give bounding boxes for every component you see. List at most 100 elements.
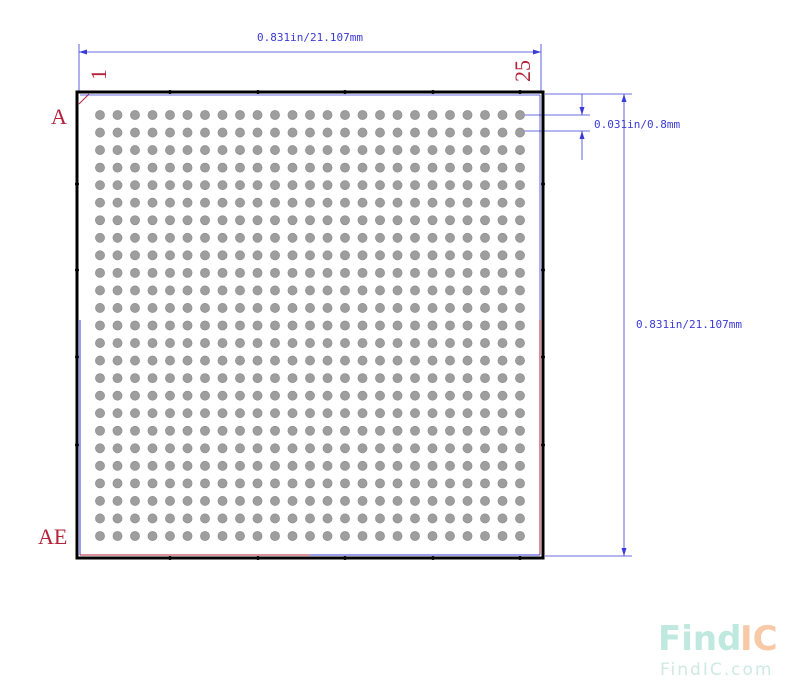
solder-ball [147,303,158,313]
row-label-first: A [51,104,67,129]
solder-ball [287,338,298,348]
solder-ball [217,320,228,331]
solder-ball [95,496,105,506]
solder-ball [462,127,473,138]
solder-ball [270,197,280,208]
solder-ball [410,250,420,261]
solder-ball [392,232,403,243]
solder-ball [235,215,245,226]
solder-ball [305,460,315,471]
solder-ball [112,110,123,120]
solder-ball [217,373,228,384]
solder-ball [392,250,403,261]
solder-ball [270,162,280,173]
solder-ball [270,425,280,436]
solder-ball [410,390,420,401]
watermark-url: FindIC.com [660,660,773,680]
height-arrow-bottom [621,548,627,556]
solder-ball [445,408,455,419]
solder-ball [270,232,280,243]
solder-ball [130,285,140,296]
solder-ball [182,408,193,419]
solder-ball [95,320,105,331]
solder-ball [182,478,193,489]
solder-ball [165,267,175,278]
solder-ball [322,215,333,226]
solder-ball [270,338,280,348]
solder-ball [305,162,315,173]
solder-ball [357,162,368,173]
solder-ball [112,320,123,331]
solder-ball [130,250,140,261]
solder-ball [445,267,455,278]
solder-ball [480,232,490,243]
solder-ball [515,408,525,419]
solder-ball [287,373,298,384]
solder-ball [200,513,210,524]
solder-ball [95,443,105,454]
solder-ball [497,303,508,313]
solder-ball [480,496,490,506]
solder-ball [287,355,298,366]
solder-ball [200,145,210,155]
solder-ball [182,162,193,173]
solder-ball [165,478,175,489]
column-label-last: 25 [510,60,535,82]
solder-ball [112,355,123,366]
solder-ball [95,425,105,436]
solder-ball [480,478,490,489]
solder-ball [357,373,368,384]
solder-ball [305,110,315,120]
solder-ball [270,285,280,296]
solder-ball [410,338,420,348]
solder-ball [515,145,525,155]
solder-ball [462,215,473,226]
solder-ball [340,355,350,366]
solder-ball [445,303,455,313]
solder-ball [322,355,333,366]
solder-ball [515,303,525,313]
solder-ball [445,460,455,471]
solder-ball [200,285,210,296]
solder-ball [357,232,368,243]
solder-ball [130,232,140,243]
solder-ball [182,390,193,401]
solder-ball [340,215,350,226]
solder-ball [375,145,385,155]
solder-ball [462,250,473,261]
solder-ball [410,320,420,331]
solder-ball [322,443,333,454]
solder-ball [130,338,140,348]
solder-ball [480,285,490,296]
solder-ball [515,425,525,436]
solder-ball [375,355,385,366]
solder-ball [322,478,333,489]
solder-ball [287,127,298,138]
solder-ball [392,496,403,506]
solder-ball [147,197,158,208]
solder-ball [112,338,123,348]
solder-ball [95,460,105,471]
solder-ball [147,110,158,120]
solder-ball [252,197,263,208]
solder-ball [95,197,105,208]
solder-ball [340,180,350,191]
pin1-corner-mark [78,93,90,105]
solder-ball [427,443,438,454]
solder-ball [340,320,350,331]
solder-ball [200,162,210,173]
solder-ball [235,373,245,384]
solder-ball [147,320,158,331]
solder-ball [95,127,105,138]
solder-ball [497,285,508,296]
solder-ball [147,425,158,436]
solder-ball [270,250,280,261]
solder-ball [200,531,210,541]
solder-ball [515,267,525,278]
solder-ball [515,478,525,489]
solder-ball [130,145,140,155]
solder-ball [392,215,403,226]
solder-ball [515,215,525,226]
solder-ball [287,460,298,471]
solder-ball [497,162,508,173]
